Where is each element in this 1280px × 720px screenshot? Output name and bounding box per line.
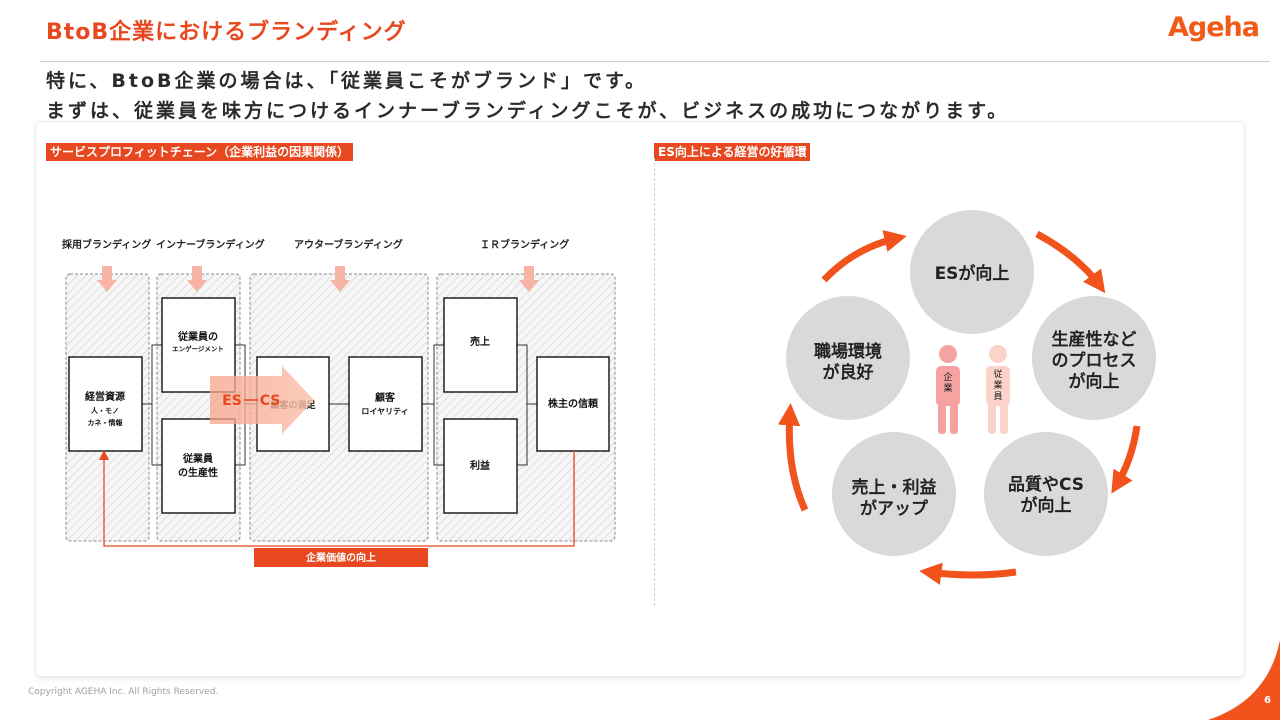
es-cycle-label: ES向上による経営の好循環: [654, 143, 811, 161]
box-shareholder-trust: [536, 356, 610, 452]
circle-process-up: [1032, 296, 1156, 420]
box-customer-loyalty: [348, 356, 423, 452]
header-recruit-branding: 採用ブランディング: [62, 238, 151, 251]
es-cs-arrow: [210, 366, 314, 434]
text-process-line1: 生産性など: [1052, 329, 1137, 350]
employee-char-3: 員: [993, 391, 1002, 402]
cycle-arrow-top-left: [821, 230, 907, 283]
company-char-1: 企: [943, 371, 952, 383]
text-quality-line2: が向上: [1021, 495, 1072, 516]
es-cycle-diagram: ESが向上 生産性など のプロセス が向上 品質やCS が向上 売上・利益 がア…: [777, 210, 1156, 585]
cycle-arrow-left: [777, 403, 809, 512]
ageha-logo: Ageha: [1168, 12, 1260, 43]
box-sales: [443, 297, 518, 393]
text-workplace-line1: 職場環境: [814, 341, 882, 362]
text-shareholder-trust: 株主の信頼: [548, 397, 599, 410]
text-es-up: ESが向上: [935, 263, 1010, 284]
circle-es-up: [910, 210, 1034, 334]
text-resources-line1: 人・モノ: [91, 406, 119, 415]
text-engagement-line1: 従業員の: [177, 330, 218, 343]
text-process-line3: が向上: [1069, 371, 1120, 392]
text-workplace-line2: が良好: [823, 362, 874, 383]
slide-title: BtoB企業におけるブランディング: [46, 20, 407, 45]
es-arrow-label: ES: [222, 393, 242, 409]
cycle-arrows: [777, 230, 1141, 585]
down-arrow-ir: [519, 266, 539, 292]
circle-sales-profit-up: [832, 432, 956, 556]
text-resources-title: 経営資源: [85, 390, 125, 403]
service-profit-chain-label: サービスプロフィットチェーン（企業利益の因果関係）: [46, 143, 354, 161]
down-arrows: [97, 266, 539, 292]
header-outer-branding: アウターブランディング: [294, 238, 403, 251]
cycle-arrow-top-right: [1035, 230, 1106, 294]
company-char-2: 業: [943, 382, 952, 394]
title-divider: [40, 61, 1270, 62]
text-resources-line2: カネ・情報: [88, 418, 124, 427]
header-inner-branding: インナーブランディング: [156, 238, 265, 251]
box-employee-productivity: [161, 418, 236, 514]
down-arrow-recruit: [97, 266, 117, 292]
box-management-resources: [68, 356, 143, 452]
section-divider: [654, 158, 655, 606]
text-engagement-line2: エンゲージメント: [172, 344, 224, 353]
lead-line-1: 特に、BtoB企業の場合は、「従業員こそがブランド」です。: [46, 70, 648, 92]
text-quality-line1: 品質やCS: [1008, 474, 1084, 495]
feedback-loop-line: [103, 451, 575, 547]
text-sales-line2: がアップ: [860, 498, 929, 519]
service-profit-chain-diagram: 採用ブランディング インナーブランディング アウターブランディング ＩＲブランデ…: [62, 238, 616, 567]
person-employee-icon: [986, 345, 1010, 434]
cycle-arrow-right: [1111, 425, 1141, 494]
header-ir-branding: ＩＲブランディング: [480, 238, 569, 251]
feedback-loop-arrowhead: [99, 450, 109, 460]
employee-char-1: 従: [993, 368, 1002, 380]
down-arrow-inner: [187, 266, 207, 292]
lead-line-2: まずは、従業員を味方につけるインナーブランディングこそが、ビジネスの成功につなが…: [46, 100, 1010, 122]
text-productivity-line1: 従業員: [182, 452, 213, 465]
text-sales-line1: 売上・利益: [852, 477, 937, 498]
cs-arrow-label: CS: [260, 393, 281, 409]
text-sales: 売上: [470, 335, 490, 348]
down-arrow-outer: [330, 266, 350, 292]
text-loyalty-line2: ロイヤリティ: [361, 407, 408, 416]
circle-workplace-good: [786, 296, 910, 420]
text-loyalty-line1: 顧客: [375, 391, 396, 404]
text-profit: 利益: [470, 459, 490, 472]
corporate-value-badge: [254, 548, 428, 567]
corner-decoration: [1208, 640, 1280, 720]
box-profit: [443, 418, 518, 514]
employee-char-2: 業: [993, 379, 1002, 391]
page-number: 6: [1264, 695, 1271, 706]
text-productivity-line2: の生産性: [178, 466, 218, 479]
text-process-line2: のプロセス: [1052, 350, 1137, 371]
copyright: Copyright AGEHA Inc. All Rights Reserved…: [28, 687, 219, 697]
cycle-arrow-bottom: [919, 562, 1017, 585]
corporate-value-label: 企業価値の向上: [305, 551, 376, 564]
circle-quality-cs-up: [984, 432, 1108, 556]
person-company-icon: [936, 345, 960, 434]
